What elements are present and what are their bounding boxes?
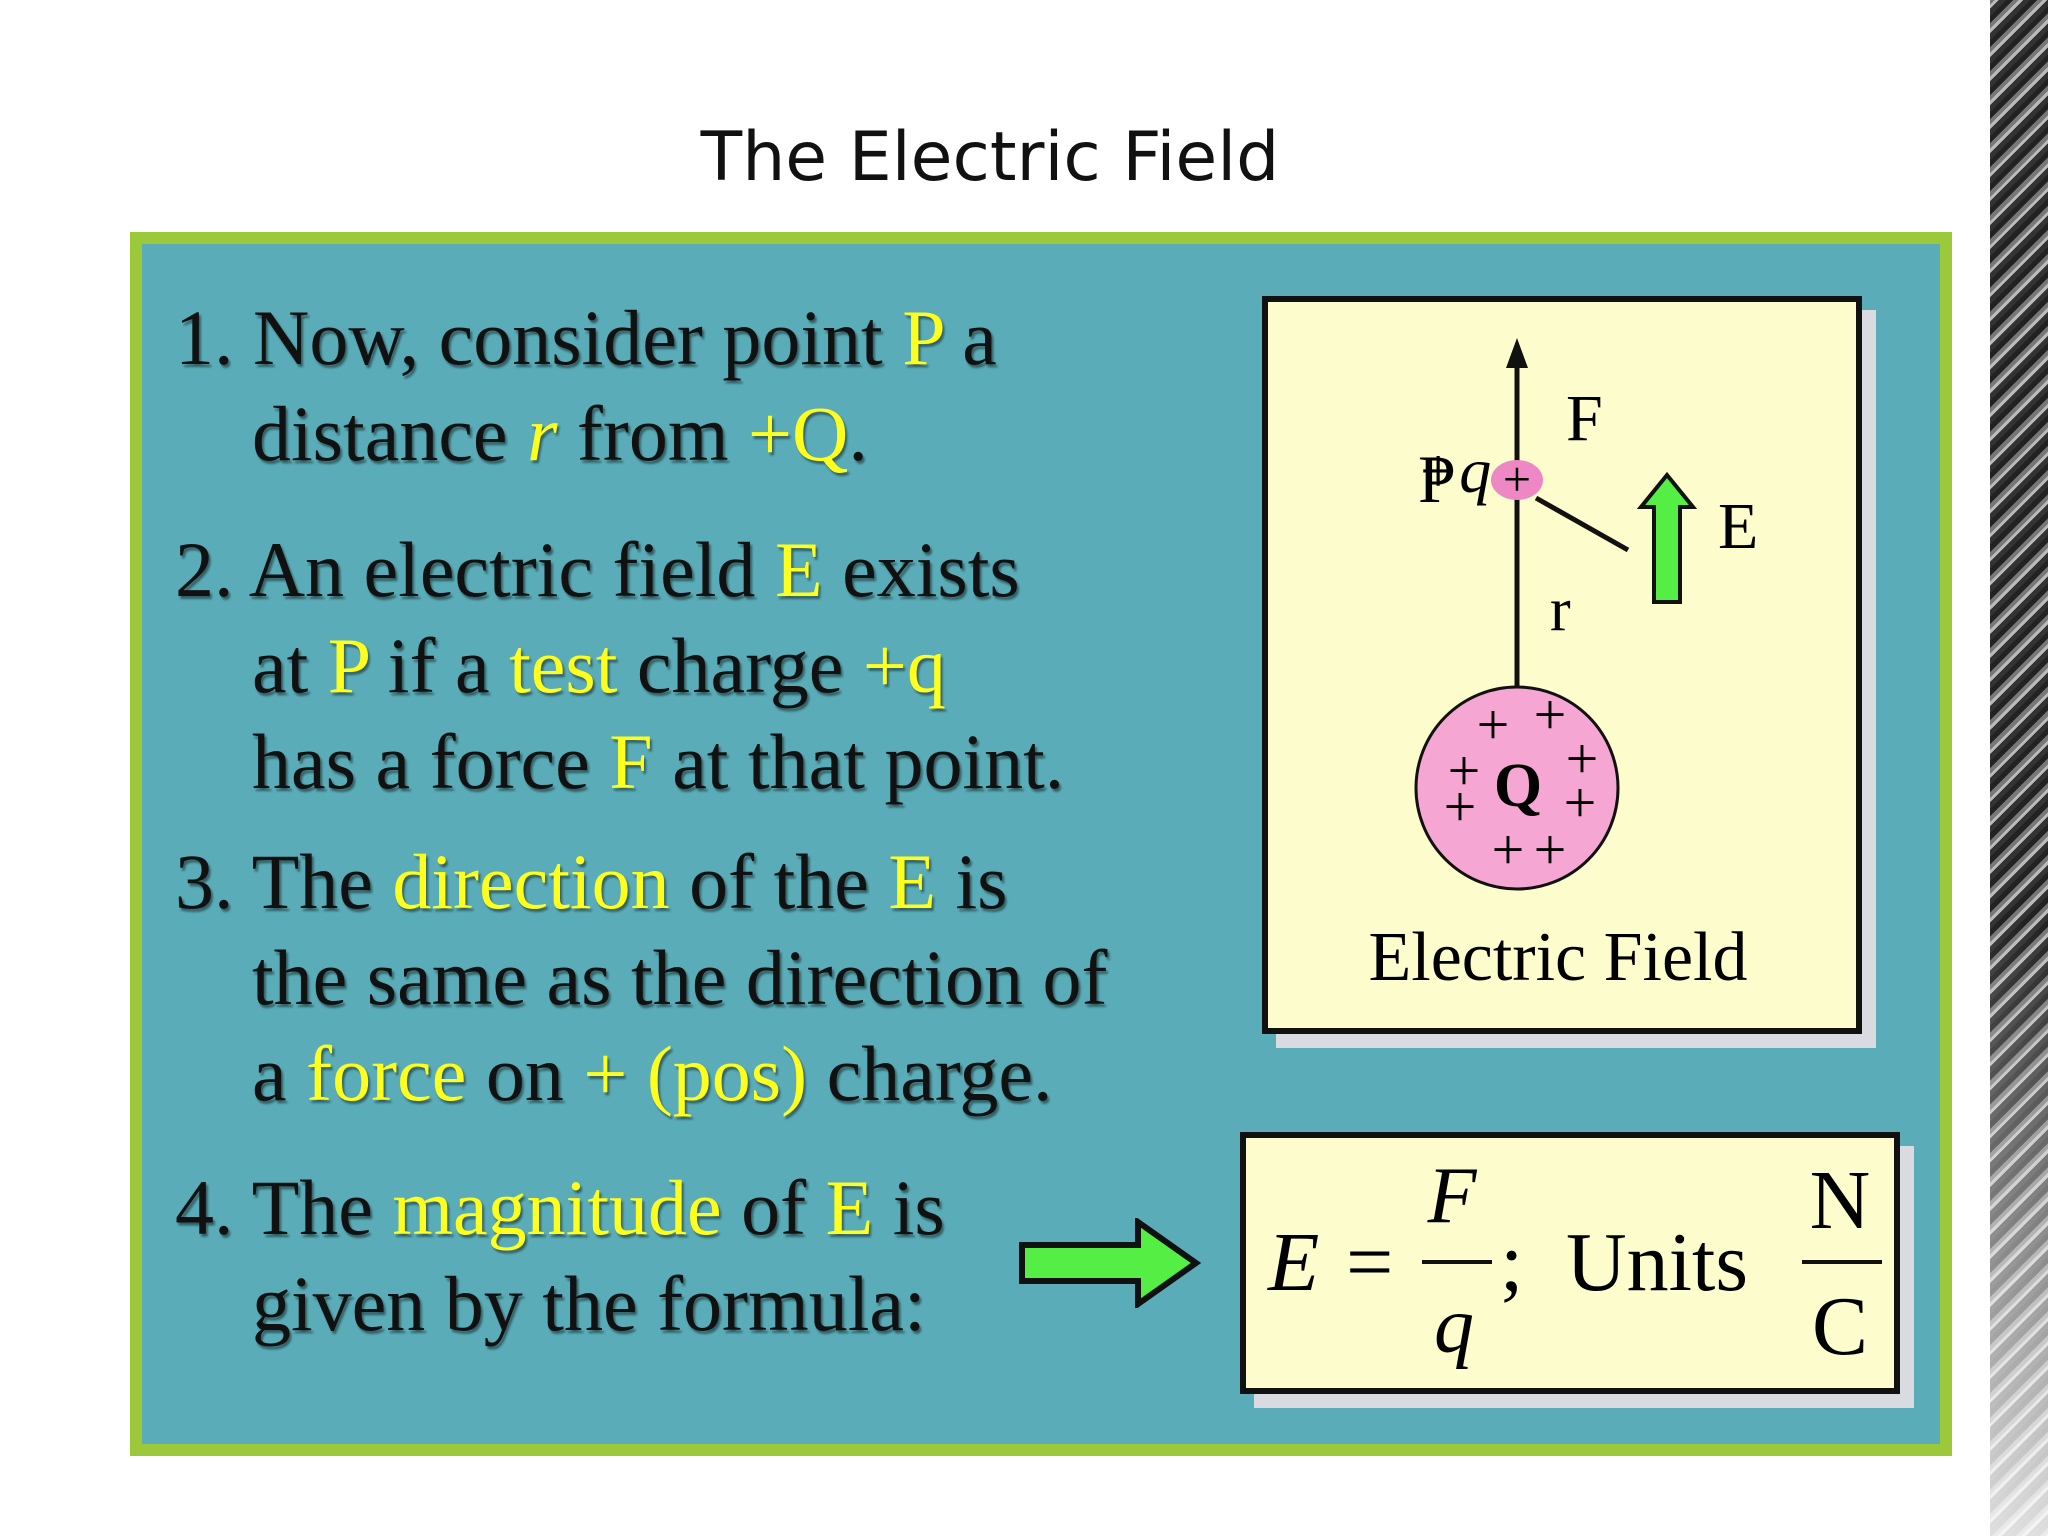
- slide-title: The Electric Field: [700, 118, 1280, 197]
- text-run: the same as the direction of: [252, 934, 1108, 1021]
- text-run: from: [557, 390, 749, 477]
- text-run: of: [721, 1164, 826, 1251]
- highlighted-term: E: [774, 526, 823, 613]
- source-charge-label: Q: [1494, 752, 1542, 820]
- highlighted-term: P: [902, 294, 943, 381]
- textured-page-edge: [1982, 0, 2048, 1536]
- text-run: on: [466, 1030, 584, 1117]
- diagram-caption: Electric Field: [1368, 919, 1747, 996]
- charge-sign: +: [1534, 682, 1567, 747]
- units-denominator: C: [1812, 1280, 1868, 1373]
- item-line: a force on + (pos) charge.: [175, 1026, 1108, 1122]
- formula-equals: =: [1346, 1216, 1393, 1309]
- item-line: 1. Now, consider point P a: [175, 290, 997, 386]
- highlighted-term: r: [527, 390, 558, 477]
- text-run: 4. The: [175, 1164, 393, 1251]
- text-run: is: [873, 1164, 945, 1251]
- distance-line: [1534, 495, 1630, 553]
- diagram-canvas: + + + + + + + + Q + +q P F E r Electric …: [1368, 338, 1758, 996]
- field-arrow-icon: [1636, 471, 1698, 604]
- text-run: distance: [252, 390, 528, 477]
- text-run: given by the formula:: [252, 1260, 926, 1347]
- formula-numerator: F: [1427, 1152, 1478, 1240]
- highlighted-term: F: [609, 718, 653, 805]
- charge-sign: +: [1564, 770, 1597, 835]
- formula-denominator: q: [1434, 1282, 1474, 1370]
- test-charge-label: +q: [1416, 435, 1491, 506]
- text-run: a: [252, 1030, 307, 1117]
- item-line: given by the formula:: [175, 1256, 945, 1352]
- charge-sign: +: [1448, 738, 1481, 803]
- item-line: the same as the direction of: [175, 930, 1108, 1026]
- text-run: at that point.: [652, 718, 1065, 805]
- text-run: charge: [617, 622, 863, 709]
- item-line: distance r from +Q.: [175, 386, 997, 482]
- text-run: at: [252, 622, 328, 709]
- highlighted-term: E: [888, 838, 937, 925]
- units-numerator: N: [1810, 1154, 1871, 1247]
- item-line: 2. An electric field E exists: [175, 522, 1064, 618]
- highlighted-term: direction: [392, 838, 670, 925]
- text-run: 1. Now, consider point: [175, 294, 903, 381]
- text-run: 3. The: [175, 838, 393, 925]
- highlighted-term: + (pos): [583, 1030, 808, 1117]
- item-line: has a force F at that point.: [175, 714, 1064, 810]
- right-arrow-icon: [1019, 1218, 1202, 1308]
- highlighted-term: magnitude: [392, 1164, 722, 1251]
- electric-field-diagram: + + + + + + + + Q + +q P F E r Electric …: [1262, 296, 1862, 1034]
- text-run: .: [848, 390, 868, 477]
- highlighted-term: +q: [862, 622, 946, 709]
- field-label: E: [1718, 490, 1758, 563]
- source-charge: [1414, 685, 1620, 891]
- formula-box: E = F q ; Units N C: [1240, 1132, 1900, 1394]
- text-run: of the: [669, 838, 889, 925]
- item-line: 3. The direction of the E is: [175, 834, 1108, 930]
- charge-sign: +: [1492, 817, 1525, 882]
- text-run: is: [936, 838, 1008, 925]
- units-label: Units: [1566, 1216, 1748, 1309]
- point-label: P: [1418, 441, 1456, 517]
- text-run: 2. An electric field: [175, 526, 775, 613]
- test-charge: [1491, 460, 1543, 500]
- highlighted-term: +Q: [748, 390, 849, 477]
- text-run: a: [942, 294, 997, 381]
- distance-label: r: [1550, 576, 1571, 644]
- test-charge-sign: +: [1503, 451, 1531, 507]
- charge-sign: +: [1444, 774, 1477, 839]
- text-run: if a: [368, 622, 510, 709]
- item-line: at P if a test charge +q: [175, 618, 1064, 714]
- formula-separator: ;: [1500, 1216, 1523, 1309]
- formula-canvas: E = F q ; Units N C: [1267, 1152, 1882, 1373]
- text-run: exists: [822, 526, 1020, 613]
- highlighted-term: test: [509, 622, 618, 709]
- highlighted-term: force: [306, 1030, 467, 1117]
- formula-lhs: E: [1267, 1216, 1319, 1309]
- text-run: has a force: [252, 718, 610, 805]
- force-label: F: [1566, 382, 1603, 455]
- text-run: charge.: [807, 1030, 1053, 1117]
- charge-sign: +: [1477, 692, 1510, 757]
- item-line: 4. The magnitude of E is: [175, 1160, 945, 1256]
- force-arrowhead-icon: [1506, 338, 1528, 368]
- highlighted-term: P: [327, 622, 369, 709]
- highlighted-term: E: [825, 1164, 874, 1251]
- charge-sign: +: [1566, 726, 1599, 791]
- charge-sign: +: [1534, 817, 1567, 882]
